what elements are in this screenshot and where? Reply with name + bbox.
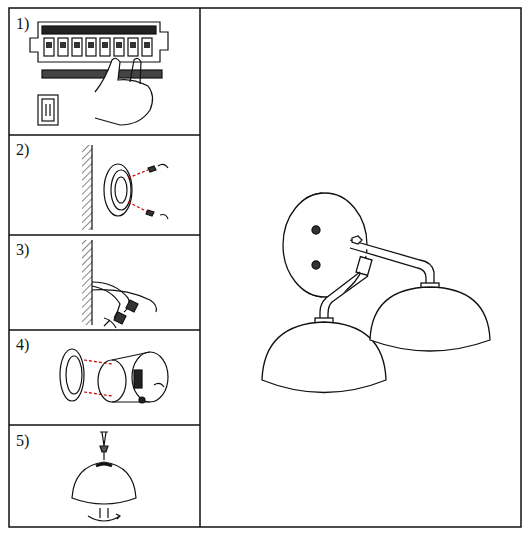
- wire-connection: [92, 282, 156, 328]
- frame: [9, 8, 521, 527]
- breaker-panel: [30, 22, 168, 125]
- step-number: 4): [16, 337, 29, 353]
- step-number: 2): [16, 142, 29, 158]
- mounting-plate: [104, 164, 168, 219]
- step-number: 1): [16, 16, 29, 32]
- step-number: 5): [16, 433, 29, 449]
- canopy-assembly: [60, 349, 168, 403]
- step-number: 3): [16, 242, 29, 258]
- wall-sconce: [262, 193, 490, 393]
- shade-install: [72, 432, 136, 521]
